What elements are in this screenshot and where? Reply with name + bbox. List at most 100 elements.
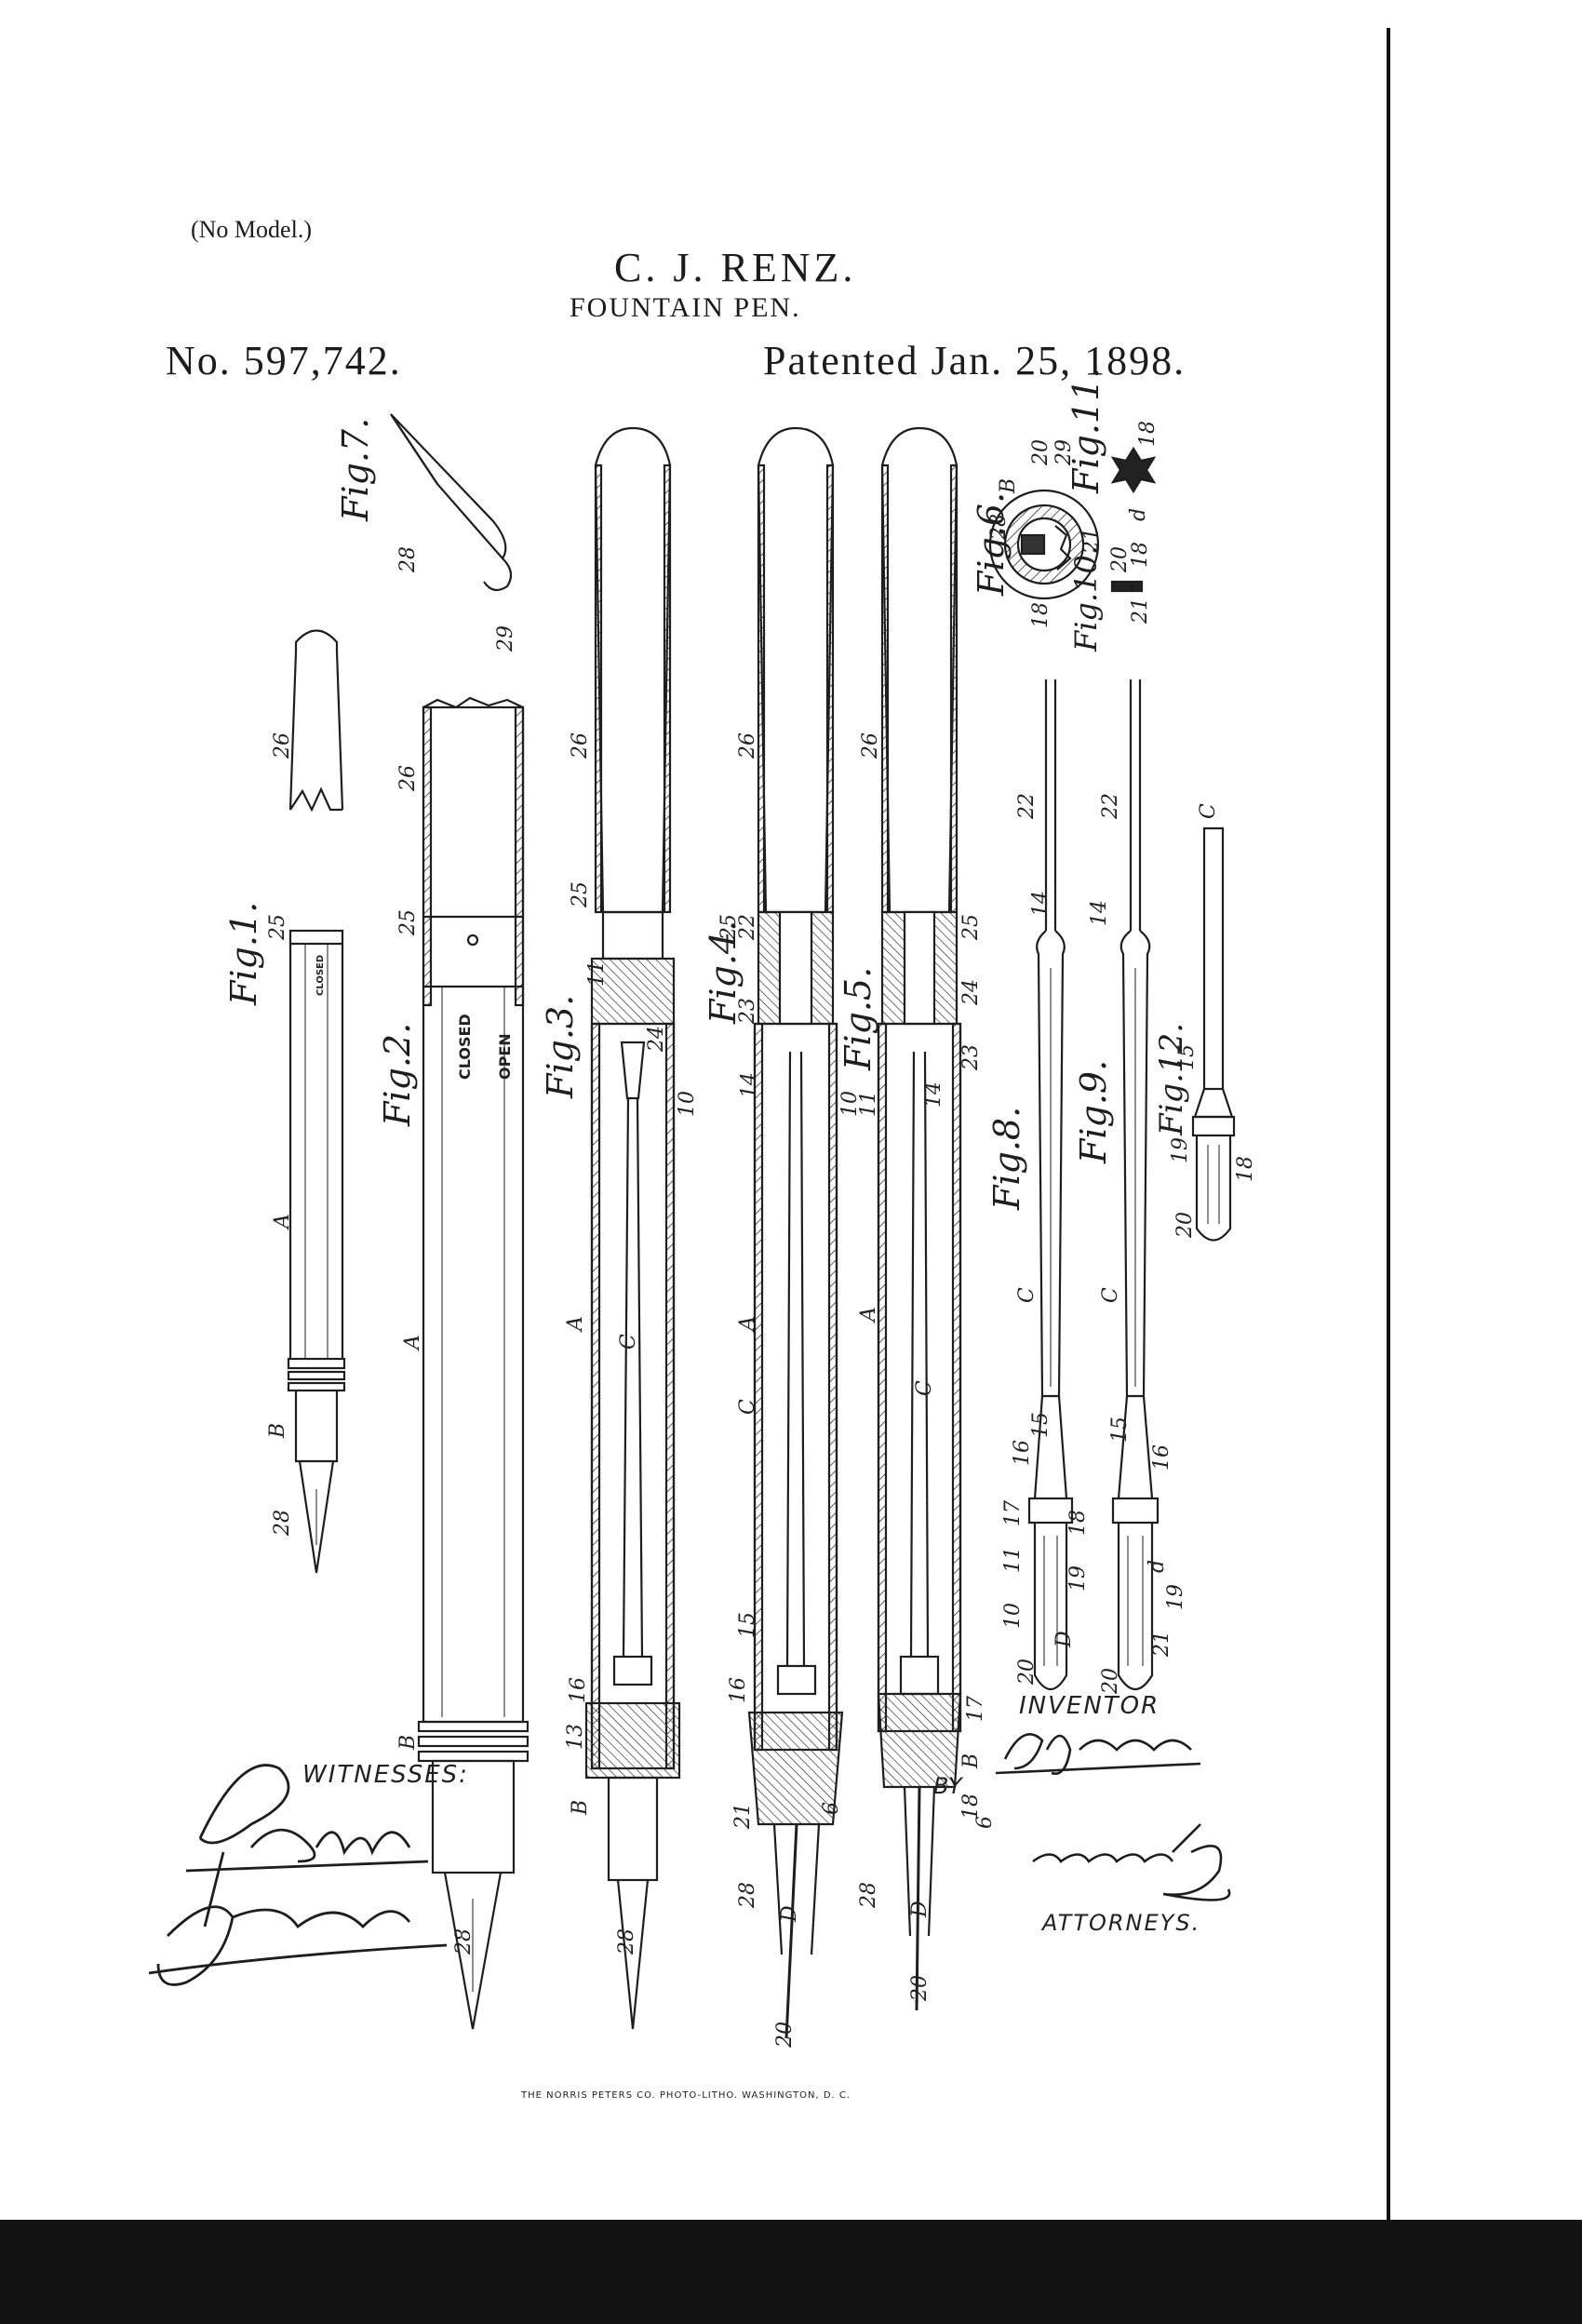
fig12-label: Fig.12. <box>1153 1023 1190 1136</box>
ref-20-fig8: 20 <box>1015 1659 1039 1686</box>
fig3-label: Fig.3. <box>540 995 581 1099</box>
fig12-feed-detail <box>1191 826 1236 1242</box>
fig2-open-mark: OPEN <box>496 1033 514 1080</box>
fig9-feed-bar <box>1111 679 1160 1691</box>
ref-C-fig5: C <box>913 1380 936 1396</box>
ref-23-fig5: 23 <box>959 1044 983 1071</box>
ref-10-fig3: 10 <box>676 1091 699 1117</box>
attorney-signature <box>1032 1823 1231 1901</box>
ref-26-fig5: 26 <box>859 732 882 759</box>
ref-19-fig12: 19 <box>1169 1137 1192 1163</box>
ref-11-fig8: 11 <box>1001 1547 1025 1573</box>
ref-21-fig9: 21 <box>1150 1631 1173 1658</box>
fig5-pen-section <box>877 426 962 2011</box>
fig5-label: Fig.5. <box>838 967 878 1071</box>
ref-26-fig3: 26 <box>569 732 592 759</box>
ref-10-fig4: 10 <box>838 1091 862 1117</box>
ref-C-fig4: C <box>736 1399 759 1415</box>
ref-C-fig9: C <box>1099 1287 1122 1303</box>
ref-18-fig6: 18 <box>1029 602 1052 628</box>
fig7-nib <box>390 413 513 592</box>
by-label: BY <box>933 1773 962 1799</box>
ref-22-fig8: 22 <box>1015 793 1039 820</box>
ref-24-fig5: 24 <box>959 979 983 1006</box>
ref-15-fig12: 15 <box>1175 1044 1199 1070</box>
fig6-label: Fig.6. <box>971 492 1012 597</box>
ref-22-fig4: 22 <box>736 914 759 941</box>
ref-18-fig12: 18 <box>1234 1156 1257 1182</box>
ref-A: A <box>271 1214 294 1230</box>
ref-d-fig11: d <box>1127 508 1150 521</box>
ref-19-fig9: 19 <box>1164 1584 1187 1610</box>
scan-edge-line <box>1387 28 1390 2224</box>
invention-title: FOUNTAIN PEN. <box>570 292 801 323</box>
inventor-name: C. J. RENZ. <box>614 245 857 290</box>
ref-21-fig4: 21 <box>731 1803 755 1830</box>
ref-29-fig6: 29 <box>1052 439 1076 466</box>
ref-25-fig5: 25 <box>959 914 983 941</box>
ref-28-fig5: 28 <box>857 1882 880 1909</box>
ref-28: 28 <box>271 1510 294 1537</box>
ref-B-fig5: B <box>959 1753 983 1769</box>
ref-28-fig4: 28 <box>736 1882 759 1909</box>
ref-16-fig9: 16 <box>1150 1444 1173 1471</box>
scan-bottom-band <box>0 2220 1582 2324</box>
ref-18-fig5: 18 <box>959 1793 983 1820</box>
ref-25-fig3: 25 <box>569 881 592 908</box>
ref-28-fig2: 28 <box>452 1928 476 1955</box>
ref-D-fig5: D <box>908 1901 932 1918</box>
ref-C-fig8: C <box>1015 1287 1039 1303</box>
ref-A-fig2: A <box>401 1335 424 1351</box>
patent-number: No. 597,742. <box>166 338 402 383</box>
ref-24-fig3: 24 <box>645 1026 668 1053</box>
ref-29-fig7: 29 <box>494 625 517 652</box>
fig2-closed-mark: CLOSED <box>456 1014 474 1080</box>
fig10-label: Fig.10. <box>1068 545 1104 652</box>
ref-14-fig8: 14 <box>1029 891 1052 917</box>
witness-signatures <box>148 1764 448 1986</box>
ref-20-fig5: 20 <box>908 1975 932 2002</box>
ref-26: 26 <box>271 732 294 759</box>
ref-B-fig6: B <box>997 478 1020 494</box>
fig2-label: Fig.2. <box>377 1023 418 1127</box>
ref-10-fig8: 10 <box>1001 1603 1025 1629</box>
ref-25-fig4: 25 <box>717 914 741 941</box>
ref-B-fig3: B <box>569 1800 592 1816</box>
ref-23-fig4: 23 <box>736 998 759 1025</box>
ref-28-fig7: 28 <box>396 546 420 573</box>
fig2-barrel-enlarged <box>417 696 530 2030</box>
ref-17-fig8: 17 <box>1001 1500 1025 1526</box>
ref-B-fig2: B <box>396 1735 420 1751</box>
ref-A-fig5: A <box>857 1307 880 1323</box>
ref-A-fig4: A <box>736 1316 759 1333</box>
fig9-label: Fig.9. <box>1073 1060 1114 1164</box>
fig8-label: Fig.8. <box>986 1107 1027 1211</box>
printer-credit: THE NORRIS PETERS CO. PHOTO-LITHO. WASHI… <box>521 2090 851 2101</box>
fig11-label: Fig.11. <box>1066 368 1106 494</box>
ref-20-fig6: 20 <box>1029 439 1052 466</box>
inventor-signature <box>995 1733 1201 1775</box>
ref-6-fig4: 6 <box>820 1802 843 1815</box>
ref-26-fig4: 26 <box>736 732 759 759</box>
ref-A-fig3: A <box>564 1316 587 1333</box>
ref-11-fig5: 11 <box>857 1091 880 1117</box>
fig3-pen-section <box>584 426 681 2030</box>
ref-15-fig4: 15 <box>736 1612 759 1638</box>
fig7-label: Fig.7. <box>335 418 376 522</box>
ref-14-fig4: 14 <box>738 1072 761 1098</box>
ref-C-fig12: C <box>1197 803 1220 819</box>
witnesses-label: WITNESSES: <box>302 1761 469 1789</box>
ref-26-fig2: 26 <box>396 765 420 792</box>
ref-6-fig5: 6 <box>973 1816 997 1829</box>
ref-20-fig9: 20 <box>1099 1668 1122 1695</box>
ref-16-fig4: 16 <box>727 1677 750 1703</box>
ref-19-fig8: 19 <box>1066 1565 1090 1592</box>
fig4-label: Fig.4. <box>703 920 744 1025</box>
ref-B: B <box>266 1423 289 1439</box>
ref-20-fig4: 20 <box>773 2022 797 2049</box>
fig1-label: Fig.1. <box>223 902 264 1006</box>
ref-28-fig6: 28 <box>987 514 1011 541</box>
ref-11-fig3: 11 <box>585 960 609 987</box>
ref-22-fig9: 22 <box>1099 793 1122 820</box>
